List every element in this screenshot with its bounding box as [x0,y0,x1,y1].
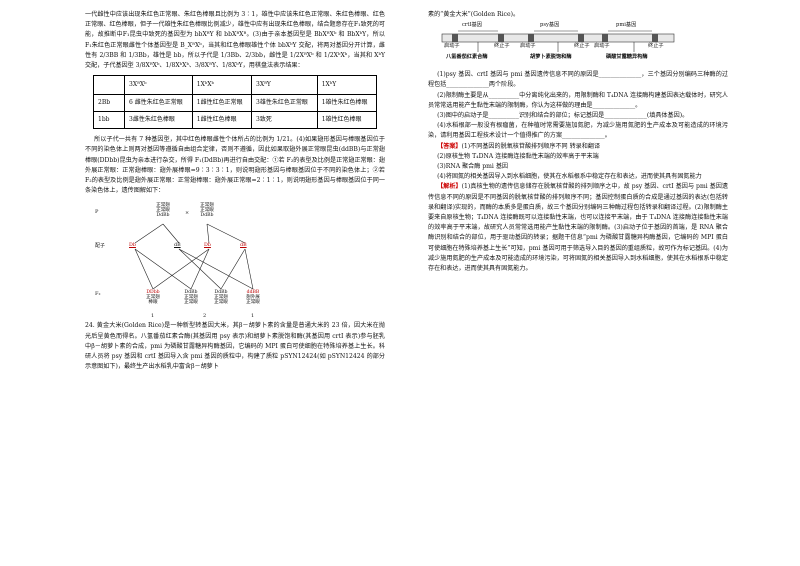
offspring-genotype: DdBb [214,290,228,296]
genetic-cross-diagram: P 正常翅 正常眼 DdBb × 正常翅 正常眼 DdBb 配子 Db dB D… [95,199,335,311]
cross-sign: × [185,210,190,217]
right-intro: 素的“黄金大米”(Golden Rice)。 [428,11,520,18]
parent-a-eye: 正常眼 [156,208,170,214]
parent-generation-label: P [95,209,99,216]
offspring: DDbb 正常翅 棒眼 [145,290,161,305]
offspring-genotype: DDbb [146,290,160,296]
answer-line: 【答案】(1)不同基因的脱氧核苷酸排列顺序不同 转录和翻译 [428,142,728,152]
table-header-row: 3XᴮXᵇ 1XᵇXᵇ 3XᴮY 1XᵇY [93,75,378,96]
offspring-eye: 正常眼 [246,300,260,306]
question-24: 24. 黄金大米(Golden Rice)是一种新型转基因大米，其β－胡萝卜素的… [85,322,385,371]
offspring-wing: 翅外展 [246,295,260,301]
parent-b-genotype: DdBb [200,213,214,219]
terminator-label: 终止子 [494,43,510,50]
parent-a-genotype: DdBb [156,213,170,219]
analysis-paragraph: 【解析】(1)真核生物的遗传信息储存在脱氧核苷酸的排列顺序之中，故 psy 基因… [428,182,728,274]
table-header-cell [93,75,125,96]
promoter-label: 启动子 [520,43,536,50]
table-cell: 3雌性朱红色棒眼 [124,111,193,130]
table-cell: 1bb [93,111,125,130]
offspring-eye: 正常眼 [214,300,228,306]
table-header-cell: 3XᴮY [251,75,318,96]
table-header-cell: 1XᵇXᵇ [191,75,253,96]
table-header-cell: 1XᵇY [316,75,378,96]
question-1: (1)psy 基因、crtI 基因与 pmi 基因遗传信息不同的原因是_____… [428,71,728,89]
gamete: dB [174,243,181,249]
enzyme-label: 八氢番茄红素合酶 [446,54,488,61]
table-header-cell: 3XᴮXᵇ [124,75,193,96]
answer-text: (1)不同基因的脱氧核苷酸排列顺序不同 转录和翻译 [461,142,601,150]
f2-generation-label: F₂ [95,291,101,298]
parent-b-wing: 正常翅 [200,203,214,209]
answer-tag: 【答案】 [437,142,462,150]
promoter-label: 启动子 [594,43,610,50]
question-2: (2)限制酶主要是从__________中分离纯化出来的，用限制酶和 T₄DNA… [428,91,728,109]
ratio-value: 1 [251,313,255,320]
left-paragraph-2: 所以子代一共有 7 种基因型，其中红色棒眼雌性个体所占的比例为 1/21。(4)… [85,136,385,195]
table-cell: 1雌性红色正常眼 [191,94,253,113]
plasmid-map-lines [441,30,675,53]
answer-line: (4)将固氮的相关基因导入到水稻细胞，使其在水稻根系中稳定存在和表达，进而使其具… [437,173,702,181]
parent-b-eye: 正常眼 [200,208,214,214]
terminator-label: 终止子 [574,43,590,50]
table-cell: 2Bb [93,94,125,113]
offspring: DdBb 正常翅 正常眼 [213,290,229,305]
question-4: (4)水稻根部一般没有根瘤菌，在种植时常需要施加氮肥，为减少施用氮肥的生产成本及… [428,122,728,140]
cross-lines [134,224,254,290]
parent-a-wing: 正常翅 [156,203,170,209]
offspring-eye: 棒眼 [148,300,158,306]
cross-ratios: 1 2 1 [95,311,385,319]
plasmid-map-diagram: crtI基因 psy基因 pmi基因 启动子 终止子 启动子 终止子 启动子 终… [438,22,678,66]
parent-a: 正常翅 正常眼 DdBb [155,203,171,218]
table-row: 1bb 3雌性朱红色棒眼 1雌性红色棒眼 3致死 1雄性红色棒眼 [93,111,378,130]
offspring-eye: 正常眼 [184,300,198,306]
gamete-label: 配子 [95,243,106,250]
terminator-label: 终止子 [648,43,664,50]
gamete: Db [129,243,136,249]
ratio-value: 2 [203,313,207,320]
offspring: ddBB 翅外展 正常眼 [245,290,261,305]
gene-label: pmi基因 [616,22,637,29]
analysis-tag: 【解析】 [437,183,462,191]
offspring: DdBb 正常翅 正常眼 [183,290,199,305]
left-paragraph-1: 一代雌性中应该出现朱红色正常眼、朱红色棒眼且比例为 3∶1，雄性中应该朱红色正常… [85,11,385,70]
answer-line: (3)RNA 聚合酶 pmi 基因 [437,163,509,171]
left-column: 一代雌性中应该出现朱红色正常眼、朱红色棒眼且比例为 3∶1，雄性中应该朱红色正常… [85,10,385,372]
offspring-wing: 正常翅 [146,295,160,301]
gene-label: crtI基因 [462,22,482,29]
gamete: dB [240,243,247,249]
table-cell: 3致死 [251,111,318,130]
promoter-label: 启动子 [444,43,460,50]
parent-b: 正常翅 正常眼 DdBb [199,203,215,218]
table-cell: 3雄性朱红色正常眼 [251,94,318,113]
enzyme-label: 磷酸甘露糖异构酶 [606,54,648,61]
punnett-table: 3XᴮXᵇ 1XᵇXᵇ 3XᴮY 1XᵇY 2Bb 6 雌性朱红色正常眼 1雌性… [93,75,378,130]
ratio-value: 1 [151,313,155,320]
offspring-wing: 正常翅 [214,295,228,301]
right-column: 素的“黄金大米”(Golden Rice)。 [428,10,728,274]
table-cell: 6 雌性朱红色正常眼 [124,94,193,113]
offspring-wing: 正常翅 [184,295,198,301]
answer-line: (2)原核生物 T₄DNA 连接酶连接黏性末端的效率高于平末端 [437,152,599,160]
enzyme-label: 胡萝卜素脱饱和酶 [530,54,572,61]
question-3: (3)图中的启动子是__________识别和结合的部位；标记基因是______… [437,112,689,120]
gene-label: psy基因 [540,22,560,29]
gamete: Db [204,243,211,249]
offspring-genotype: ddBB [246,290,260,296]
table-cell: 1雌性红色棒眼 [191,111,253,130]
table-cell: 1雄性朱红色棒眼 [316,94,378,113]
offspring-genotype: DdBb [184,290,198,296]
table-cell: 1雄性红色棒眼 [316,111,378,130]
analysis-text: (1)真核生物的遗传信息储存在脱氧核苷酸的排列顺序之中，故 psy 基因、crt… [428,183,728,273]
table-row: 2Bb 6 雌性朱红色正常眼 1雌性红色正常眼 3雄性朱红色正常眼 1雄性朱红色… [93,94,378,113]
